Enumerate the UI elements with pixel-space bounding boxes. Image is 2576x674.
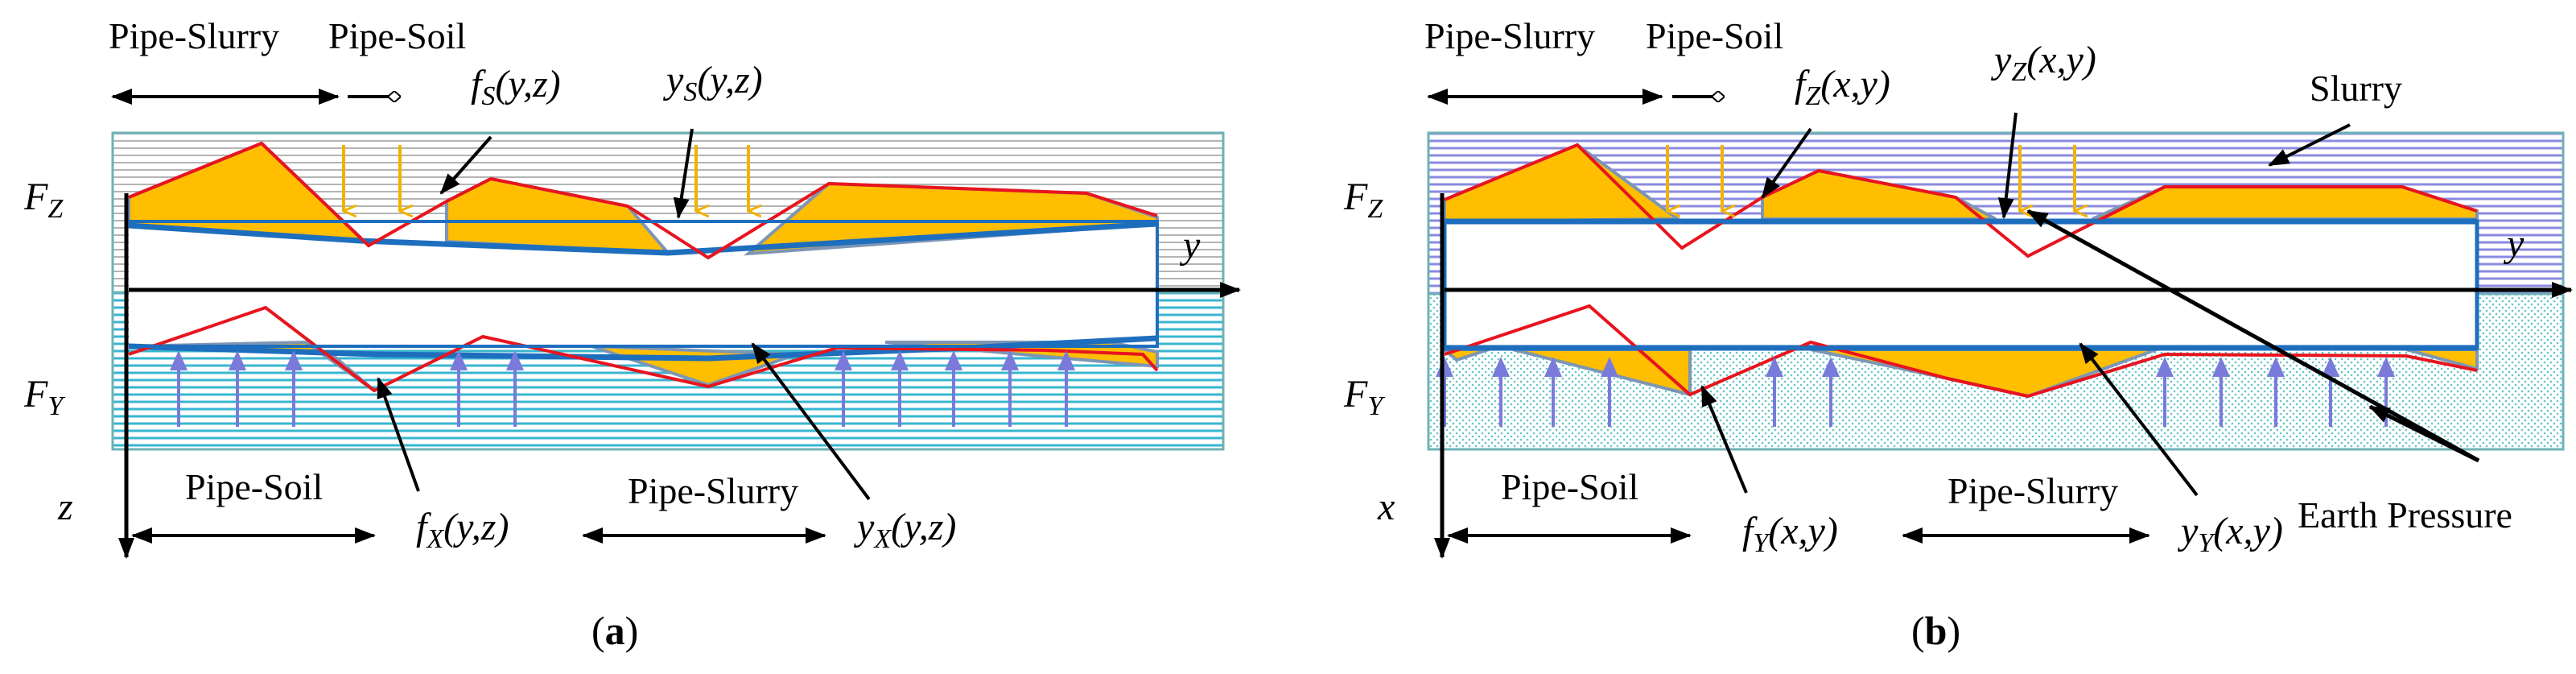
label-FY: FY (23, 373, 65, 421)
leader-slurry (2268, 123, 2351, 167)
caption-b: (b) (1911, 608, 1960, 653)
bottom-red-line (128, 305, 1159, 393)
leader-y-top (673, 128, 694, 219)
label-pipe-soil-top: Pipe-Soil (1646, 15, 1783, 56)
slurry-pressure-arrows-up (169, 350, 1076, 427)
axis-label-h: y (1179, 224, 1201, 267)
label-slurry: Slurry (2310, 68, 2402, 109)
leader-y-bot (2079, 342, 2199, 497)
top-red-line (1444, 143, 2478, 258)
bottom-red-line (1444, 304, 2478, 399)
label-pipe-soil-top: Pipe-Soil (328, 15, 466, 56)
pipe-outline (1442, 219, 2479, 350)
caption-a: (a) (591, 608, 638, 653)
pipe-outline (129, 220, 1159, 348)
leader-y-top (1997, 112, 2018, 219)
leader-y-bot (751, 342, 871, 501)
leader-f-bot (377, 377, 420, 492)
pipe-top-contour (128, 221, 1158, 256)
axis-label-v: x (1377, 486, 1395, 528)
panel-a: Pipe-Slurry Pipe-Soil Pipe-Soil Pipe-Slu… (23, 15, 1241, 653)
label-f-top: fS(y,z) (471, 63, 561, 111)
leader-f-bot (1700, 385, 1748, 494)
label-pipe-soil-bottom: Pipe-Soil (185, 466, 323, 507)
label-y-top: yZ(x,y) (1990, 39, 2096, 87)
label-pipe-slurry-bottom: Pipe-Slurry (1947, 470, 2118, 511)
axis-label-v: z (57, 486, 73, 528)
label-y-bot: yX(y,z) (853, 506, 956, 554)
panel-b: Pipe-Slurry Pipe-Soil Pipe-Soil Pipe-Slu… (1343, 15, 2573, 653)
earth-pressure-arrows-down (342, 145, 748, 211)
label-f-top: fZ(x,y) (1795, 63, 1890, 111)
pipe-body (1445, 221, 2477, 346)
label-FY: FY (1343, 373, 1385, 421)
label-earth-pressure: Earth Pressure (2298, 494, 2512, 535)
leader-f-top (1761, 127, 1812, 199)
label-y-top: yS(y,z) (662, 59, 763, 107)
label-FZ: FZ (1343, 176, 1383, 224)
leader-earth-bottom (2368, 404, 2480, 463)
label-pipe-slurry-top: Pipe-Slurry (1424, 15, 1595, 56)
label-FZ: FZ (23, 176, 64, 224)
label-f-bot: fX(y,z) (416, 506, 509, 554)
label-pipe-slurry-bottom: Pipe-Slurry (628, 470, 798, 511)
axis-label-h: y (2503, 222, 2524, 265)
label-f-bot: fY(x,y) (1742, 510, 1838, 558)
leader-earth-top (2026, 209, 2480, 463)
earth-pressure-arrows-up (1435, 357, 2396, 427)
top-red-line (128, 141, 1158, 260)
label-y-bot: yY(x,y) (2177, 510, 2283, 558)
earth-pressure-arrows-down (1666, 145, 2075, 211)
leader-f-top (439, 135, 493, 195)
label-pipe-slurry-top: Pipe-Slurry (109, 15, 279, 56)
label-pipe-soil-bottom: Pipe-Soil (1501, 466, 1638, 507)
